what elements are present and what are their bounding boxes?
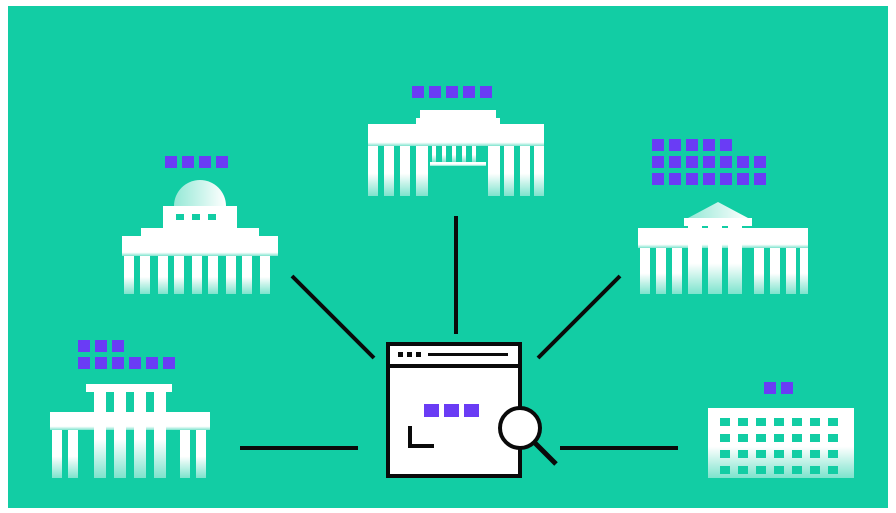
purple-block <box>444 404 459 417</box>
dome <box>174 180 226 206</box>
purple-block <box>463 86 475 98</box>
purple-block <box>703 139 715 151</box>
purple-block <box>95 340 107 352</box>
purple-block <box>112 340 124 352</box>
purple-block <box>424 404 439 417</box>
purple-block <box>129 357 141 369</box>
purple-block <box>446 86 458 98</box>
purple-block <box>199 156 211 168</box>
purple-block <box>703 173 715 185</box>
purple-block <box>703 156 715 168</box>
purple-block <box>112 357 124 369</box>
purple-block <box>720 173 732 185</box>
purple-block <box>216 156 228 168</box>
browser-window-with-magnifier-icon <box>386 342 558 478</box>
purple-block <box>652 156 664 168</box>
purple-block <box>764 382 776 394</box>
purple-block <box>182 156 194 168</box>
purple-block <box>652 139 664 151</box>
purple-block <box>669 173 681 185</box>
purple-block <box>720 139 732 151</box>
purple-block <box>686 139 698 151</box>
purple-block <box>146 357 158 369</box>
connector-lines <box>240 216 678 450</box>
magnifier-handle <box>532 440 558 466</box>
illustration-canvas <box>8 6 888 508</box>
purple-block <box>720 156 732 168</box>
purple-block <box>737 156 749 168</box>
purple-block <box>781 382 793 394</box>
browser-corner-mark <box>408 426 434 448</box>
purple-block <box>754 173 766 185</box>
office-grid-building-icon <box>708 382 854 478</box>
purple-block <box>652 173 664 185</box>
connector-line-upper-left <box>290 274 376 360</box>
connector-line-upper-right <box>536 274 622 360</box>
purple-block <box>429 86 441 98</box>
building-block-group <box>412 86 492 98</box>
wide-colonnade-building-icon <box>368 86 544 196</box>
purple-block <box>669 139 681 151</box>
building-block-group <box>165 156 228 168</box>
purple-block <box>78 340 90 352</box>
browser-content-blocks <box>424 404 479 417</box>
columns <box>122 248 278 294</box>
cornice <box>141 228 259 236</box>
purple-block <box>78 357 90 369</box>
purple-block <box>163 357 175 369</box>
purple-block <box>686 156 698 168</box>
pediment-temple-building-icon <box>638 139 808 294</box>
magnifier-lens <box>498 406 542 450</box>
purple-block <box>754 156 766 168</box>
government-search-illustration <box>8 6 888 508</box>
purple-block <box>669 156 681 168</box>
purple-block <box>737 173 749 185</box>
stepped-columned-building-icon <box>50 340 210 478</box>
browser-dots <box>398 352 421 357</box>
purple-block <box>412 86 424 98</box>
building-block-group <box>652 139 766 185</box>
purple-block <box>95 357 107 369</box>
purple-block <box>165 156 177 168</box>
building-block-group <box>764 382 793 394</box>
purple-block <box>464 404 479 417</box>
entablature <box>122 236 278 248</box>
purple-block <box>480 86 492 98</box>
purple-block <box>686 173 698 185</box>
building-block-group <box>78 340 175 369</box>
browser-address-bar <box>428 353 508 356</box>
domed-capitol-building-icon <box>122 156 278 294</box>
